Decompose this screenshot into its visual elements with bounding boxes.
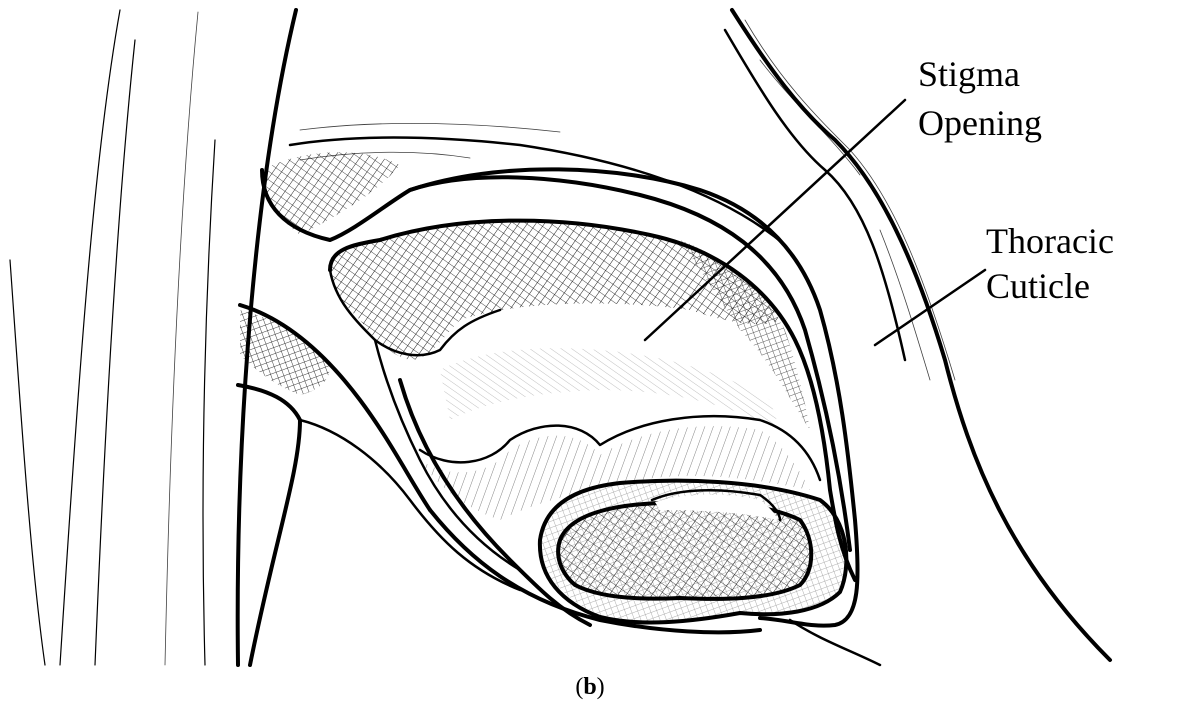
stigma-leader-line	[645, 100, 905, 340]
stigma-opening-label: Stigma Opening	[918, 54, 1042, 143]
caption-close-paren: )	[597, 674, 605, 700]
thoracic-cuticle-label: Thoracic Cuticle	[986, 221, 1123, 306]
cuticle-label-line1: Thoracic	[986, 221, 1114, 261]
stigma-label-line1: Stigma	[918, 54, 1020, 94]
stigma-label-line2: Opening	[918, 103, 1042, 143]
caption-open-paren: (	[575, 674, 583, 700]
figure-caption: (b)	[575, 674, 604, 700]
cuticle-label-line2: Cuticle	[986, 266, 1090, 306]
caption-letter: b	[583, 674, 596, 700]
